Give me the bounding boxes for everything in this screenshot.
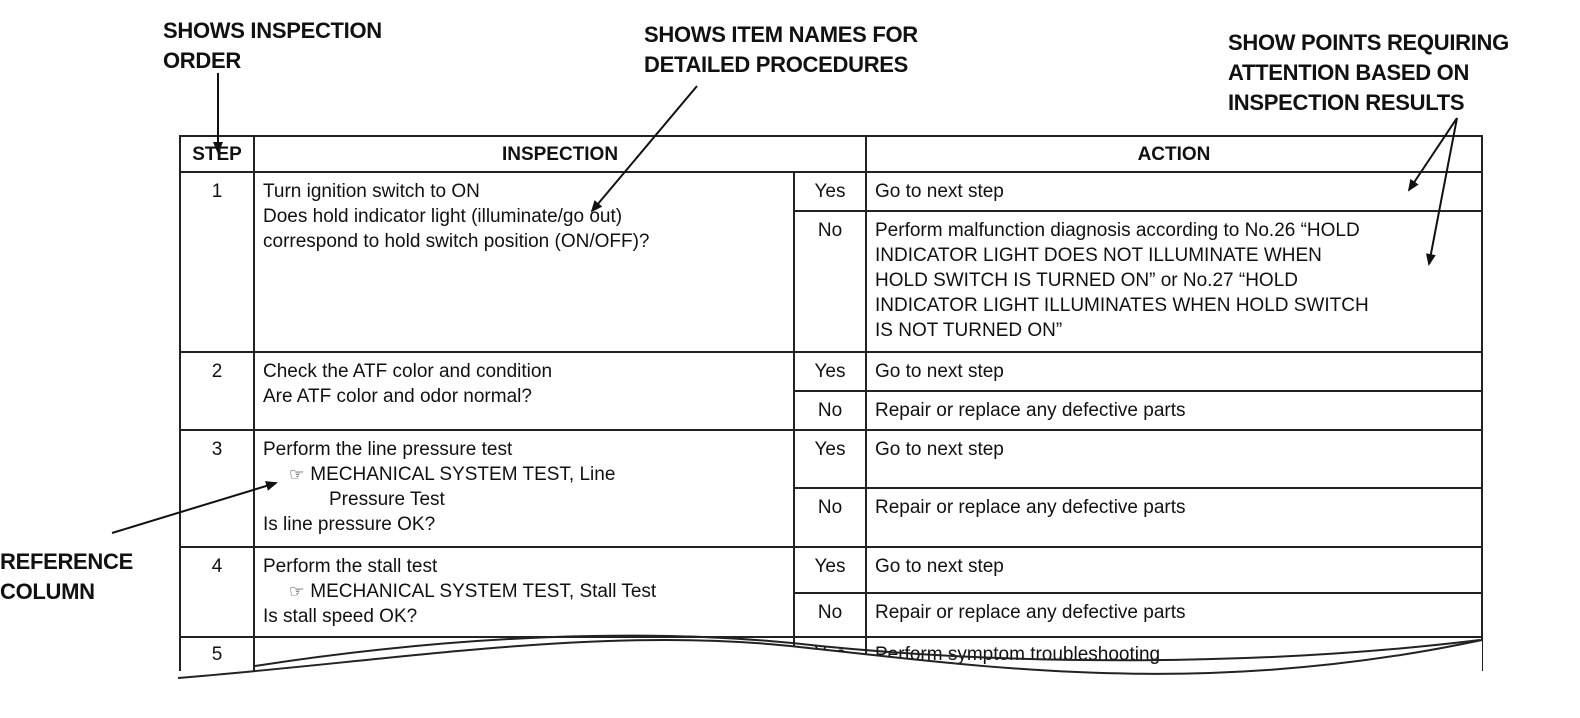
inspection-cell: Perform the stall test ☞ MECHANICAL SYSTE… <box>253 546 795 638</box>
step-number: 1 <box>179 171 255 353</box>
table-row: 1 Turn ignition switch to ON Does hold i… <box>179 171 1483 353</box>
callout-reference-column: REFERENCE COLUMN <box>0 547 133 607</box>
table-row: 3 Perform the line pressure test ☞ MECHAN… <box>179 429 1483 548</box>
inspection-line: Are ATF color and odor normal? <box>263 386 532 407</box>
no-label: No <box>793 592 867 638</box>
inspection-line: Does hold indicator light (illuminate/go… <box>263 206 623 227</box>
step-number: 2 <box>179 351 255 431</box>
table-row: No Repair or replace any defective parts <box>180 487 1483 548</box>
yes-label: Yes <box>793 351 867 392</box>
action-line: HOLD SWITCH IS TURNED ON” or No.27 “HOLD <box>875 270 1298 291</box>
table-row: 2 Check the ATF color and condition Are … <box>179 351 1483 431</box>
no-action: Perform malfunction diagnosis according … <box>865 210 1483 353</box>
table-row: 5 Yes Perform symptom troubleshooting <box>179 636 1483 671</box>
yes-action: Go to next step <box>865 351 1483 392</box>
action-line: Perform malfunction diagnosis according … <box>875 220 1360 241</box>
callout-inspection-order: SHOWS INSPECTION ORDER <box>163 16 382 76</box>
table-row: No Perform malfunction diagnosis accordi… <box>180 210 1483 353</box>
no-label: No <box>793 487 867 548</box>
yes-label: Yes <box>793 171 867 212</box>
inspection-line: Turn ignition switch to ON <box>263 181 480 202</box>
inspection-cell <box>253 636 795 671</box>
callout-line: SHOWS ITEM NAMES FOR <box>644 22 918 47</box>
reference-line: ☞ MECHANICAL SYSTEM TEST, Stall Test <box>263 579 785 604</box>
pointing-hand-icon: ☞ <box>289 582 305 601</box>
callout-attention-points: SHOW POINTS REQUIRING ATTENTION BASED ON… <box>1228 28 1509 118</box>
inspection-question: Is line pressure OK? <box>263 514 436 535</box>
table-header-row: STEP INSPECTION ACTION <box>179 135 1483 173</box>
reference-line: ☞ MECHANICAL SYSTEM TEST, Line <box>263 462 785 487</box>
yes-action: Go to next step <box>865 171 1483 212</box>
action-line: INDICATOR LIGHT DOES NOT ILLUMINATE WHEN <box>875 245 1322 266</box>
yes-action: Perform symptom troubleshooting <box>865 636 1483 671</box>
yes-action: Go to next step <box>865 546 1483 594</box>
table-row: 4 Perform the stall test ☞ MECHANICAL SYS… <box>179 546 1483 638</box>
callout-line: ATTENTION BASED ON <box>1228 60 1470 85</box>
yes-label: Yes <box>793 636 867 671</box>
action-line: IS NOT TURNED ON” <box>875 320 1063 341</box>
inspection-cell: Check the ATF color and condition Are AT… <box>253 351 795 431</box>
inspection-line: Perform the stall test <box>263 556 438 577</box>
no-action: Repair or replace any defective parts <box>865 390 1483 431</box>
callout-line: COLUMN <box>0 579 95 604</box>
diagnostic-procedure-table: STEP INSPECTION ACTION 1 Turn ignition s… <box>179 135 1483 671</box>
table-row: No Repair or replace any defective parts <box>180 390 1483 431</box>
callout-line: DETAILED PROCEDURES <box>644 52 909 77</box>
callout-line: ORDER <box>163 48 241 73</box>
inspection-line: Perform the line pressure test <box>263 439 513 460</box>
header-action: ACTION <box>865 135 1483 173</box>
header-inspection: INSPECTION <box>253 135 867 173</box>
callout-line: INSPECTION RESULTS <box>1228 90 1465 115</box>
callout-item-names: SHOWS ITEM NAMES FOR DETAILED PROCEDURES <box>644 20 918 80</box>
header-step: STEP <box>179 135 255 173</box>
yes-action: Go to next step <box>865 429 1483 489</box>
no-label: No <box>793 210 867 353</box>
inspection-line: Check the ATF color and condition <box>263 361 553 382</box>
reference-line: Pressure Test <box>329 489 445 510</box>
pointing-hand-icon: ☞ <box>289 465 305 484</box>
action-line: INDICATOR LIGHT ILLUMINATES WHEN HOLD SW… <box>875 295 1369 316</box>
callout-line: REFERENCE <box>0 549 133 574</box>
inspection-cell: Turn ignition switch to ON Does hold ind… <box>253 171 795 353</box>
yes-label: Yes <box>793 429 867 489</box>
inspection-question: Is stall speed OK? <box>263 606 418 627</box>
inspection-cell: Perform the line pressure test ☞ MECHANIC… <box>253 429 795 548</box>
step-number: 3 <box>179 429 255 548</box>
callout-line: SHOW POINTS REQUIRING <box>1228 30 1509 55</box>
callout-line: SHOWS INSPECTION <box>163 18 382 43</box>
step-number: 4 <box>179 546 255 638</box>
no-label: No <box>793 390 867 431</box>
yes-label: Yes <box>793 546 867 594</box>
no-action: Repair or replace any defective parts <box>865 592 1483 638</box>
inspection-line: correspond to hold switch position (ON/O… <box>263 231 650 252</box>
reference-text: MECHANICAL SYSTEM TEST, Line <box>310 464 616 485</box>
no-action: Repair or replace any defective parts <box>865 487 1483 548</box>
step-number: 5 <box>179 636 255 671</box>
reference-text: MECHANICAL SYSTEM TEST, Stall Test <box>310 581 657 602</box>
